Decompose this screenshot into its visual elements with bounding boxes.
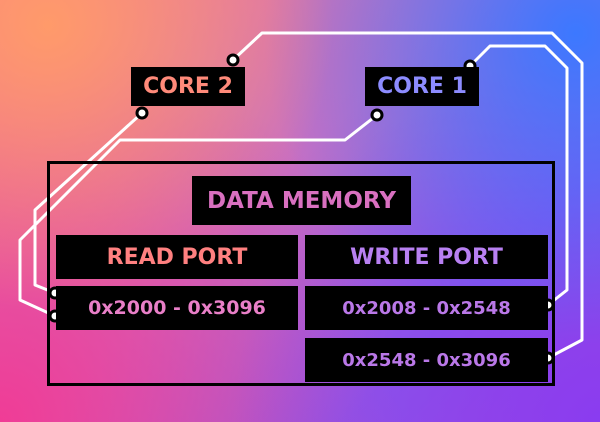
core-1-box: CORE 1 bbox=[365, 67, 479, 106]
terminal-core2-bottom bbox=[135, 106, 149, 120]
core-2-box: CORE 2 bbox=[131, 67, 245, 106]
read-range-1: 0x2000 - 0x3096 bbox=[88, 297, 266, 319]
data-memory-title-box: DATA MEMORY bbox=[192, 176, 411, 225]
data-memory-title: DATA MEMORY bbox=[207, 187, 396, 214]
write-range-box-2: 0x2548 - 0x3096 bbox=[305, 338, 548, 382]
terminal-core1-bottom bbox=[370, 108, 384, 122]
terminal-core2-top bbox=[226, 53, 240, 67]
core-2-label: CORE 2 bbox=[143, 74, 233, 99]
memory-frame bbox=[47, 161, 555, 386]
read-port-header: READ PORT bbox=[56, 235, 298, 279]
write-range-box-1: 0x2008 - 0x2548 bbox=[305, 286, 548, 330]
wire-core2-to-write-range-2 bbox=[231, 31, 584, 360]
write-port-label: WRITE PORT bbox=[350, 244, 503, 270]
write-range-2: 0x2548 - 0x3096 bbox=[342, 349, 511, 371]
read-range-box: 0x2000 - 0x3096 bbox=[56, 286, 298, 330]
wire-core1-to-read-range-b bbox=[18, 113, 378, 318]
write-range-1: 0x2008 - 0x2548 bbox=[342, 297, 511, 319]
core-1-label: CORE 1 bbox=[377, 74, 467, 99]
read-port-label: READ PORT bbox=[106, 244, 248, 270]
wire-core1-to-write-range-1 bbox=[468, 44, 569, 307]
write-port-header: WRITE PORT bbox=[305, 235, 548, 279]
